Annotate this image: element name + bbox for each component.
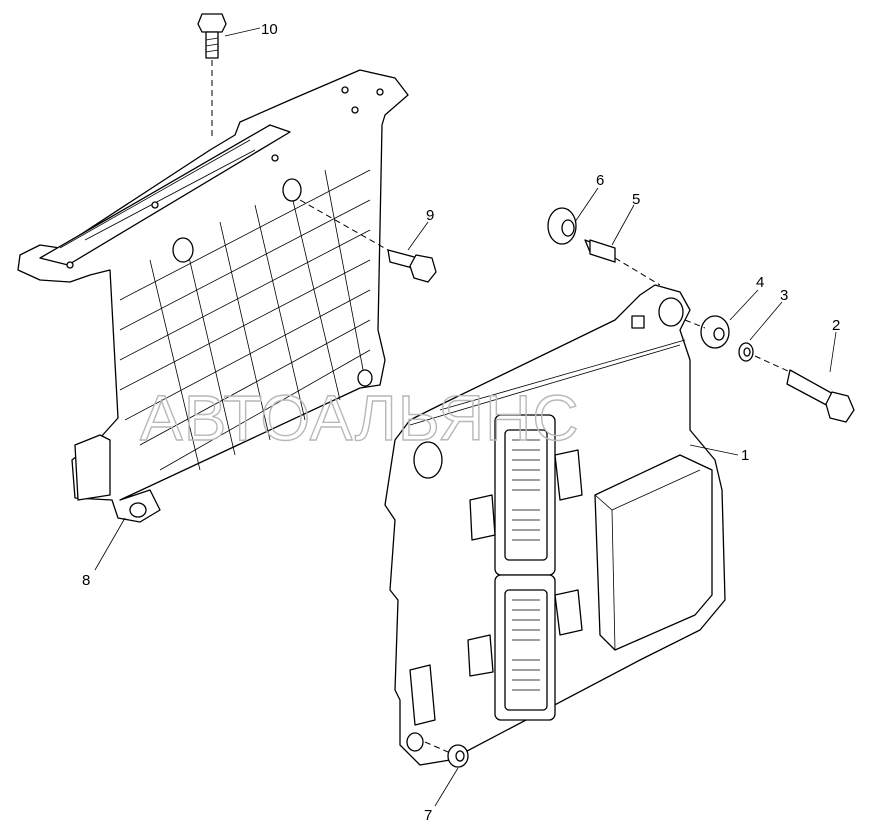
callout-6: 6 — [596, 172, 604, 189]
washer-part-3 — [738, 342, 754, 362]
fastener-axis-2 — [754, 355, 791, 373]
callout-4: 4 — [756, 274, 764, 291]
callout-9: 9 — [426, 207, 434, 224]
washer-part-7 — [447, 744, 469, 768]
callout-3: 3 — [780, 287, 788, 304]
sleeve-5-axis — [614, 257, 661, 286]
callout-1: 1 — [741, 447, 749, 464]
sleeve-part-5 — [584, 239, 616, 263]
ecu-housing-part-1 — [384, 284, 726, 766]
callout-8: 8 — [82, 572, 90, 589]
callout-5: 5 — [632, 191, 640, 208]
washer-part-4 — [700, 315, 730, 349]
bolt-part-9 — [387, 249, 437, 283]
callout-2: 2 — [832, 317, 840, 334]
grommet-part-6 — [547, 207, 577, 245]
fastener-axis — [684, 319, 706, 329]
bolt-9-axis — [299, 199, 389, 251]
callout-10: 10 — [261, 21, 278, 38]
washer-7-axis — [424, 741, 449, 753]
watermark-text: АВТОАЛЬЯНС — [140, 382, 580, 454]
bolt-part-2 — [786, 369, 855, 423]
bracket-part-8 — [17, 69, 409, 523]
bolt-part-10 — [197, 13, 227, 59]
leader-lines — [94, 27, 837, 807]
callout-7: 7 — [424, 807, 432, 824]
